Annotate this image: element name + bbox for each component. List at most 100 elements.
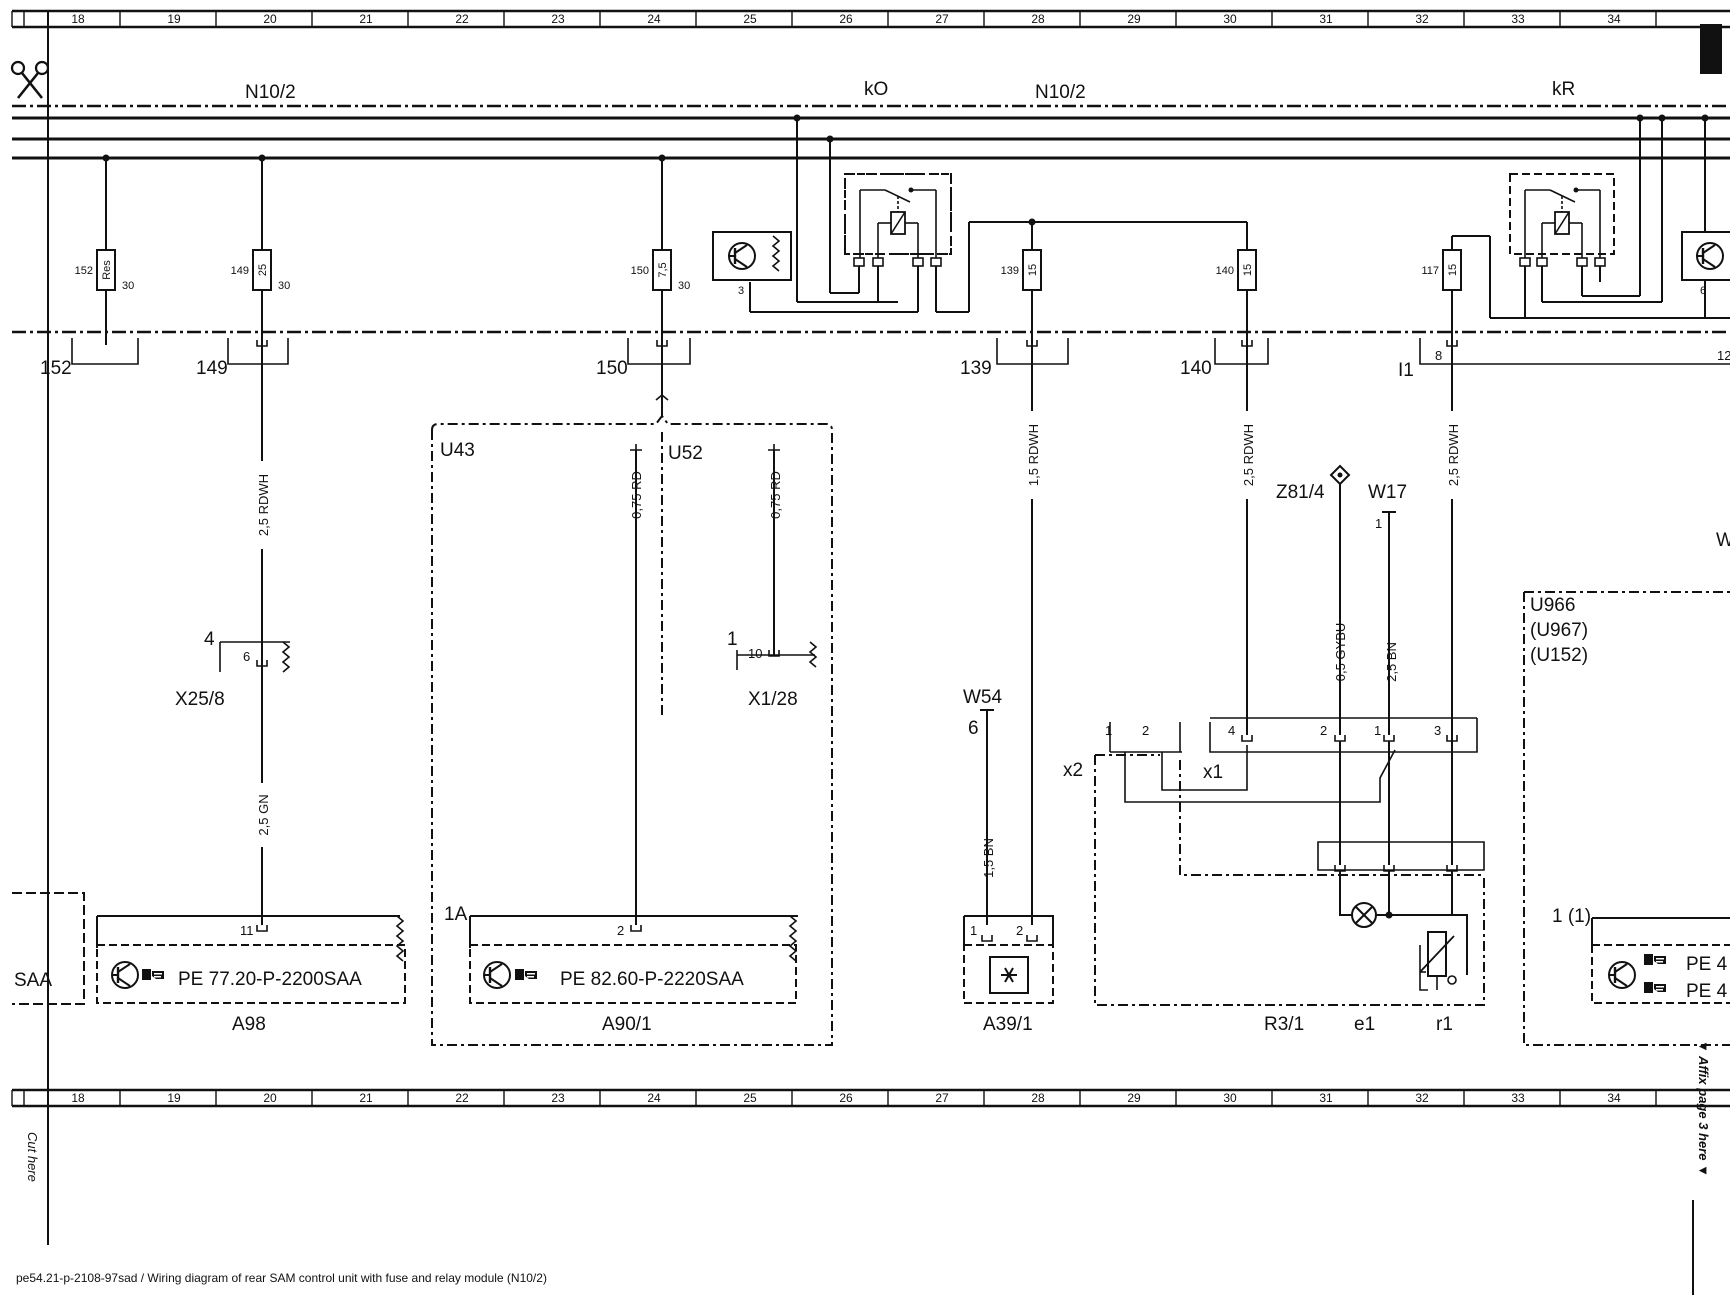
component-r3-1 <box>1094 717 1485 1006</box>
variant-u52: U52 <box>668 443 703 464</box>
fuse-rating: 15 <box>1447 264 1459 276</box>
z81-label: Z81/4 <box>1276 482 1325 503</box>
a39-pin-1: 1 <box>970 923 977 938</box>
connector-label-140: 140 <box>1180 358 1212 379</box>
fuse-terminal: 30 <box>278 280 290 292</box>
variant-u966: U966 <box>1530 595 1575 616</box>
fuse-number: 149 <box>231 265 249 277</box>
ruler-bottom-col-18: 18 <box>71 1091 85 1105</box>
ruler-top-col-21: 21 <box>359 12 373 26</box>
r3-x2-label: x2 <box>1063 760 1083 781</box>
ruler-bottom-col-25: 25 <box>743 1091 757 1105</box>
ruler-top-col-34: 34 <box>1607 12 1621 26</box>
fuse-rating: 7,5 <box>657 262 669 277</box>
ruler-top-col-32: 32 <box>1415 12 1429 26</box>
connector-label-150: 150 <box>596 358 628 379</box>
scissors-icon <box>10 60 50 99</box>
component-a90-1 <box>469 915 798 1004</box>
ruler-bottom-col-20: 20 <box>263 1091 277 1105</box>
ruler-top-col-31: 31 <box>1319 12 1333 26</box>
wire-label-149: 2,5 RDWH <box>254 461 272 549</box>
ruler-bottom-col-23: 23 <box>551 1091 565 1105</box>
svg-text:2,5 RDWH: 2,5 RDWH <box>1446 424 1461 486</box>
relay-pin-right: 6 <box>1700 285 1706 297</box>
ruler-bottom-col-26: 26 <box>839 1091 853 1105</box>
x25-pin-out: 4 <box>204 629 215 650</box>
connector-label-139: 139 <box>960 358 992 379</box>
wire-label-117: 2,5 RDWH <box>1444 411 1462 499</box>
relay-pin-left: 3 <box>738 285 744 297</box>
svg-text:0,75 RD: 0,75 RD <box>768 471 783 519</box>
relay-label-kr: kR <box>1552 79 1575 100</box>
ruler-top-col-19: 19 <box>167 12 181 26</box>
ruler-top-col-26: 26 <box>839 12 853 26</box>
connector-label-i1: I1 <box>1398 360 1414 381</box>
saa-box <box>12 892 85 1005</box>
cut-here-text: Cut here <box>25 1132 40 1182</box>
x1-28-pin: 10 <box>748 646 762 661</box>
fuse-139: 15 139 <box>1001 249 1042 291</box>
fuse-number: 139 <box>1001 265 1019 277</box>
svg-text:2,5 GN: 2,5 GN <box>256 794 271 835</box>
svg-text:1,5 BN: 1,5 BN <box>981 838 996 878</box>
footer-caption: pe54.21-p-2108-97sad / Wiring diagram of… <box>16 1271 547 1285</box>
u966-frame <box>1523 591 1730 1046</box>
component-a39-1 <box>963 915 1054 1004</box>
connector-brackets <box>71 338 1730 365</box>
affix-text: ▼ Affix page 3 here ▼ <box>1696 1040 1711 1177</box>
ruler-bottom-col-27: 27 <box>935 1091 949 1105</box>
fuse-rating: 15 <box>1027 264 1039 276</box>
x25-label: X25/8 <box>175 689 225 710</box>
fuse-rating: 25 <box>257 264 269 276</box>
module-label-right: N10/2 <box>1035 82 1086 103</box>
wire-label-140: 2,5 RDWH <box>1239 411 1257 499</box>
connector-label-149: 149 <box>196 358 228 379</box>
r3-x2-pin-1: 1 <box>1105 723 1112 738</box>
x1-28-label: X1/28 <box>748 689 798 710</box>
ruler-top-col-18: 18 <box>71 12 85 26</box>
variant-u152: (U152) <box>1530 645 1588 666</box>
a90-label: A90/1 <box>602 1014 652 1035</box>
wire-label-w17: 2,5 BN <box>1382 632 1400 692</box>
relay-label-ko: kO <box>864 79 888 100</box>
fuse-number: 140 <box>1216 265 1234 277</box>
ruler-bottom-col-34: 34 <box>1607 1091 1621 1105</box>
snowflake-icon <box>1001 967 1017 983</box>
u966-ref-1: PE 4 <box>1686 954 1728 975</box>
relay-ko <box>712 114 970 313</box>
component-u966 <box>1591 917 1730 1004</box>
w54-pin: 6 <box>968 718 979 739</box>
w17-label: W17 <box>1368 482 1407 503</box>
r3-x1-pin-2: 2 <box>1320 723 1327 738</box>
ruler-bottom-col-22: 22 <box>455 1091 469 1105</box>
ruler-bottom-col-24: 24 <box>647 1091 661 1105</box>
connector-pin-cut: 12 <box>1717 348 1730 363</box>
ruler-bottom-col-19: 19 <box>167 1091 181 1105</box>
x25-pin: 6 <box>243 649 250 664</box>
svg-text:2,5 RDWH: 2,5 RDWH <box>256 474 271 536</box>
svg-text:1,5 RDWH: 1,5 RDWH <box>1026 424 1041 486</box>
r3-x1-pin-1: 1 <box>1374 723 1381 738</box>
a39-label: A39/1 <box>983 1014 1033 1035</box>
svg-text:2,5 BN: 2,5 BN <box>1384 642 1399 682</box>
fuse-terminal: 30 <box>678 280 690 292</box>
connector-pin-i1: 8 <box>1435 348 1442 363</box>
fuse-number: 117 <box>1421 265 1439 277</box>
fuse-117: 15 117 <box>1421 249 1462 291</box>
ruler-top-col-23: 23 <box>551 12 565 26</box>
ruler-top-col-28: 28 <box>1031 12 1045 26</box>
svg-text:2,5 RDWH: 2,5 RDWH <box>1241 424 1256 486</box>
x1-28-pin-out: 1 <box>727 629 738 650</box>
svg-text:Cut here: Cut here <box>25 1132 40 1182</box>
ruler-bottom-col-32: 32 <box>1415 1091 1429 1105</box>
r3-e1-label: e1 <box>1354 1014 1375 1035</box>
fuse-number: 152 <box>75 265 93 277</box>
a98-label: A98 <box>232 1014 266 1035</box>
a39-pin-2: 2 <box>1016 923 1023 938</box>
ruler-bottom-col-28: 28 <box>1031 1091 1045 1105</box>
fuse-rating: 15 <box>1242 264 1254 276</box>
a90-variant-frame <box>431 393 833 1046</box>
